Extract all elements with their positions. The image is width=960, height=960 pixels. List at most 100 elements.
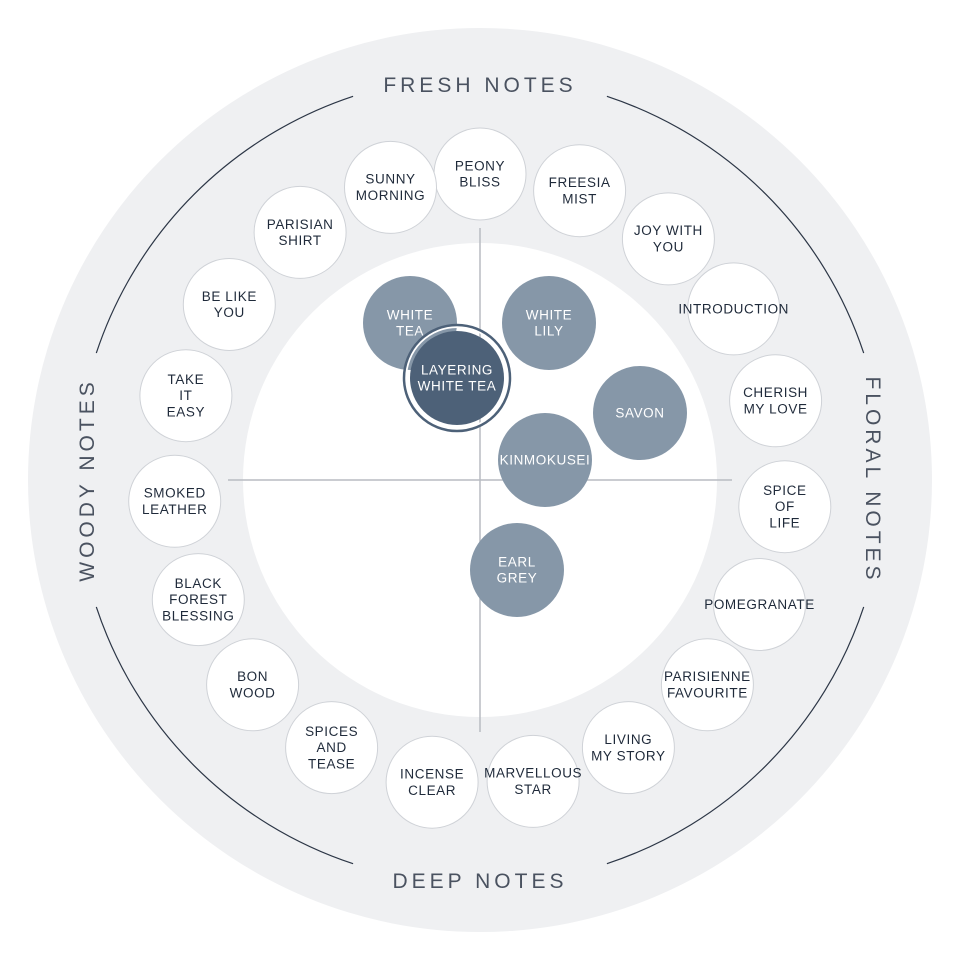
scent-circle[interactable] (533, 144, 627, 238)
scent-label: SPICE (763, 483, 807, 498)
scent-label: BLESSING (162, 608, 234, 623)
scent-circle[interactable] (713, 558, 806, 651)
scent-circle[interactable] (738, 460, 832, 554)
scent-label: MY LOVE (744, 402, 808, 417)
section-label-fresh: FRESH NOTES (383, 74, 576, 97)
ring-arc-bottom-left (95, 606, 354, 865)
scent-circle[interactable] (729, 354, 823, 448)
note-circle[interactable] (502, 276, 596, 370)
scent-label: TEASE (308, 756, 355, 771)
scent-circle[interactable] (151, 553, 245, 647)
featured-note: LAYERING WHITE TEA (402, 323, 512, 433)
scent-label: AND (316, 740, 346, 755)
scent-circle[interactable] (344, 140, 437, 234)
scent-label: SHIRT (279, 233, 322, 248)
featured-gap-ring (404, 325, 510, 431)
scent-label: YOU (214, 305, 245, 320)
scent-circle[interactable] (285, 701, 379, 795)
note-circle[interactable] (593, 366, 687, 460)
scent-label: TAKE (168, 372, 205, 387)
scent-label: CHERISH (743, 385, 808, 400)
scent-label: YOU (653, 240, 684, 255)
scent-label: FREESIA (549, 175, 611, 190)
scent-label: OF (775, 499, 795, 514)
scent-circle[interactable] (621, 192, 715, 286)
featured-outline-ring (402, 323, 512, 433)
scent-circle[interactable] (139, 349, 233, 443)
scent-circle[interactable] (581, 701, 675, 795)
note-label: WHITE (387, 307, 434, 322)
section-label-floral: FLORAL NOTES (861, 376, 884, 583)
scent-item-peony-bliss[interactable]: PEONY BLISS (433, 127, 527, 221)
note-label: KINMOKUSEI (500, 453, 591, 468)
scent-circle[interactable] (687, 262, 781, 356)
featured-circle[interactable] (410, 331, 504, 425)
note-item-savon[interactable]: SAVON (593, 366, 687, 460)
scent-item-joy-with-you[interactable]: JOY WITH YOU (621, 192, 715, 286)
scent-label: MORNING (356, 188, 425, 203)
scent-circle[interactable] (182, 258, 276, 351)
scent-label: SUNNY (365, 172, 415, 187)
scent-label: MY STORY (591, 748, 666, 763)
section-label-woody: WOODY NOTES (76, 378, 99, 581)
scent-label: PEONY (455, 158, 505, 173)
scent-label: LIFE (769, 516, 800, 531)
scent-circle[interactable] (206, 638, 300, 732)
featured-item-layering-white-tea[interactable]: LAYERING WHITE TEA (402, 323, 512, 433)
note-item-kinmokusei[interactable]: KINMOKUSEI (498, 413, 592, 507)
scent-circle[interactable] (385, 735, 479, 829)
note-circle[interactable] (470, 523, 564, 617)
scent-circle[interactable] (253, 185, 347, 279)
scent-label: BLISS (459, 175, 500, 190)
scent-label: IT (179, 388, 192, 403)
scent-circle[interactable] (128, 454, 222, 548)
scent-item-pomegranate[interactable]: POMEGRANATE (704, 558, 815, 651)
scent-circle[interactable] (660, 638, 754, 732)
scent-label: POMEGRANATE (704, 597, 815, 612)
ring-arc-top-right (606, 95, 865, 354)
scent-item-introduction[interactable]: INTRODUCTION (678, 262, 789, 356)
scent-label: FAVOURITE (667, 685, 748, 700)
featured-label: LAYERING (421, 362, 493, 377)
note-circle[interactable] (498, 413, 592, 507)
scent-circle[interactable] (486, 734, 580, 828)
scent-label: MIST (562, 191, 597, 206)
scent-label: EASY (167, 405, 205, 420)
note-item-white-lily[interactable]: WHITE LILY (502, 276, 596, 370)
note-label: EARL (498, 554, 536, 569)
note-label: WHITE (526, 307, 573, 322)
scent-label: MARVELLOUS (484, 766, 582, 781)
scent-label: CLEAR (408, 783, 456, 798)
scent-label: LIVING (604, 732, 652, 747)
note-label: TEA (396, 324, 424, 339)
note-label: LILY (534, 324, 563, 339)
scent-label: JOY WITH (634, 223, 703, 238)
ring-arc-top-left (95, 95, 354, 354)
scent-label: INCENSE (400, 767, 464, 782)
scent-label: PARISIENNE (664, 669, 751, 684)
scent-label: SPICES (305, 724, 358, 739)
scent-label: SMOKED (144, 486, 206, 501)
scent-label: BLACK (175, 576, 222, 591)
scent-label: STAR (514, 782, 551, 797)
scent-label: FOREST (169, 592, 227, 607)
featured-label: WHITE TEA (418, 379, 497, 394)
scent-label: BON (237, 669, 268, 684)
scent-item-cherish-my-love[interactable]: CHERISH MY LOVE (729, 354, 823, 448)
